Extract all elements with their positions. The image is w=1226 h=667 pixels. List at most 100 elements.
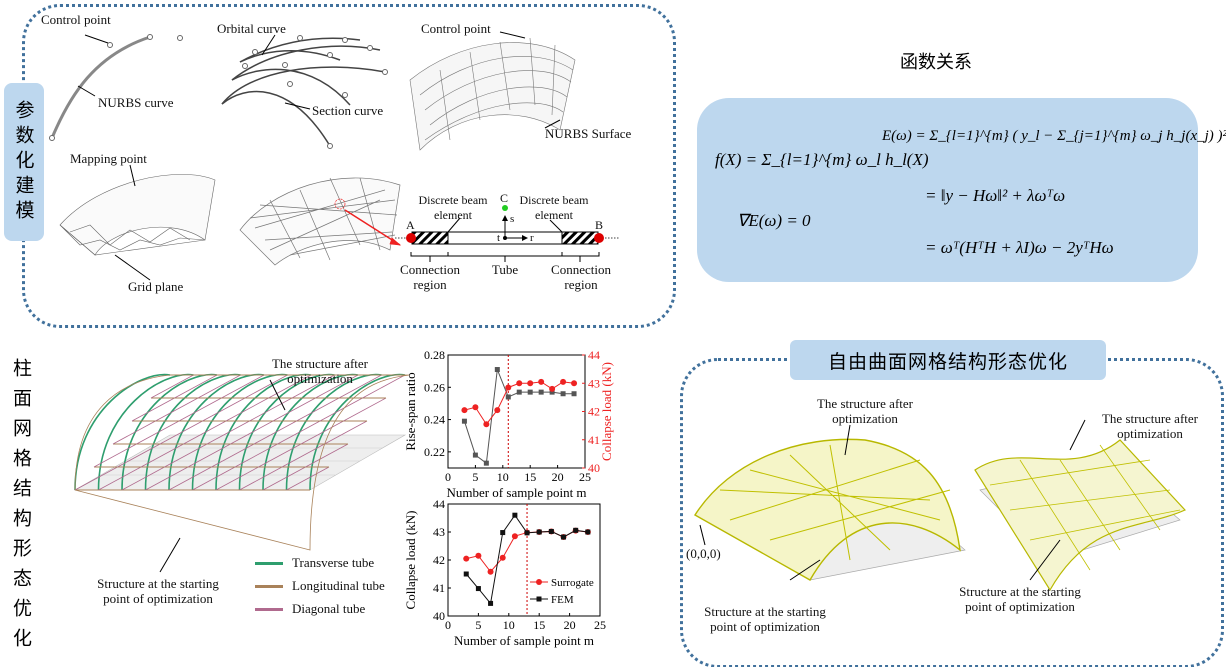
diagonal-tube (183, 420, 227, 445)
tube-label: Tube (491, 262, 519, 277)
diagonal-tube (225, 397, 269, 422)
diagonal-tube (197, 374, 241, 399)
legend-label: FEM (551, 594, 574, 606)
equation-quadratic: = ωᵀ(HᵀH + λI)ω − 2yᵀHω (925, 238, 1114, 257)
diagonal-tube (168, 466, 212, 491)
formula-panel: f(X) = Σ_{l=1}^{m} ω_l h_l(X) ∇E(ω) = 0 … (697, 98, 1226, 282)
origin-label: (0,0,0) (686, 546, 721, 561)
data-point (573, 527, 579, 533)
diagonal-tube (150, 374, 194, 399)
point-a-label: A (406, 218, 415, 232)
plot-frame (447, 354, 586, 469)
data-point (524, 530, 530, 536)
diagonal-tube (324, 420, 368, 445)
legend-label: Transverse tube (292, 555, 375, 570)
y2-tick-label: 44 (588, 348, 600, 362)
data-point (571, 380, 578, 387)
data-point (536, 529, 542, 535)
diagonal-tube (253, 420, 297, 445)
y-tick-label: 0.26 (424, 380, 445, 394)
diagonal-tube (140, 443, 184, 468)
x-tick-label: 0 (445, 618, 451, 632)
nurbs-curve-illustration (49, 34, 183, 141)
data-point (538, 378, 545, 385)
data-point (585, 529, 591, 535)
diagonal-tube (277, 420, 321, 445)
axis-t-label: t (497, 232, 501, 244)
cylinder-start-label: Structure at the starting point of optim… (97, 576, 219, 606)
x-tick-label: 15 (533, 618, 545, 632)
axis-r-label: r (530, 232, 534, 244)
x-tick-label: 20 (564, 618, 576, 632)
modeling-illustrations (49, 31, 620, 281)
data-point (475, 586, 481, 592)
orbital-curve-illustration (221, 34, 386, 147)
diagonal-tube (296, 397, 340, 422)
data-point (483, 421, 490, 428)
legend-label: Surrogate (551, 577, 594, 589)
diagonal-tube (262, 466, 306, 491)
diagonal-tube (117, 443, 161, 468)
diagonal-tube (234, 443, 278, 468)
x-axis-label: Number of sample point m (454, 633, 594, 648)
diagonal-tube (215, 466, 259, 491)
diagonal-tube (258, 443, 302, 468)
diagonal-tube (305, 443, 349, 468)
data-point (505, 394, 511, 400)
diagonal-tube (178, 397, 222, 422)
diagonal-tube (192, 466, 236, 491)
data-point (463, 555, 470, 562)
diagonal-tube (338, 374, 382, 399)
data-point (516, 380, 523, 387)
x-tick-label: 25 (594, 618, 606, 632)
x-tick-label: 15 (524, 470, 536, 484)
function-relation-title: 函数关系 (900, 52, 972, 73)
mapping-surface-illustration (59, 164, 216, 281)
data-point (571, 391, 577, 397)
legend-marker (536, 579, 542, 585)
x-tick-label: 10 (497, 470, 509, 484)
data-point (494, 367, 500, 373)
x-tick-label: 25 (579, 470, 591, 484)
data-point (527, 389, 533, 395)
control-point-label-1: Control point (41, 12, 111, 27)
x-axis-label: Number of sample point m (446, 485, 586, 500)
point-c-label: C (500, 191, 509, 205)
diagonal-tube (155, 397, 199, 422)
equation-surrogate: f(X) = Σ_{l=1}^{m} ω_l h_l(X) (715, 150, 929, 169)
nurbs-curve-label: NURBS curve (98, 95, 174, 110)
legend-marker (536, 596, 542, 602)
equation-norm: = ‖y − Hω‖² + λωᵀω (925, 186, 1066, 205)
x-tick-label: 5 (475, 618, 481, 632)
data-point (494, 407, 501, 414)
cylinder-after-label: The structure after optimization (271, 356, 368, 386)
orbital-curve-label: Orbital curve (217, 21, 286, 36)
diagonal-tube (343, 397, 387, 422)
x-tick-label: 10 (503, 618, 515, 632)
diagonal-tube (291, 374, 335, 399)
transverse-tube (74, 373, 171, 491)
diagonal-tube (131, 397, 175, 422)
diagonal-tube (211, 443, 255, 468)
plot-frame (447, 503, 601, 617)
diagonal-tube (74, 466, 118, 491)
data-point (475, 552, 482, 559)
diagonal-tube (300, 420, 344, 445)
data-point (548, 528, 554, 534)
diagonal-tube (319, 397, 363, 422)
freeform-structure-illustration (694, 419, 1187, 592)
diagonal-tube (145, 466, 189, 491)
diagonal-tube (202, 397, 246, 422)
data-point (472, 452, 478, 458)
legend-swatch (255, 608, 283, 611)
diagonal-tube (206, 420, 250, 445)
legend-label: Diagonal tube (292, 601, 366, 616)
data-point (560, 378, 567, 385)
axis-s-label: s (510, 213, 515, 225)
beam-element-diagram (395, 205, 620, 262)
data-point (512, 512, 518, 518)
y-tick-label: 0.24 (424, 413, 445, 427)
x-tick-label: 0 (445, 470, 451, 484)
